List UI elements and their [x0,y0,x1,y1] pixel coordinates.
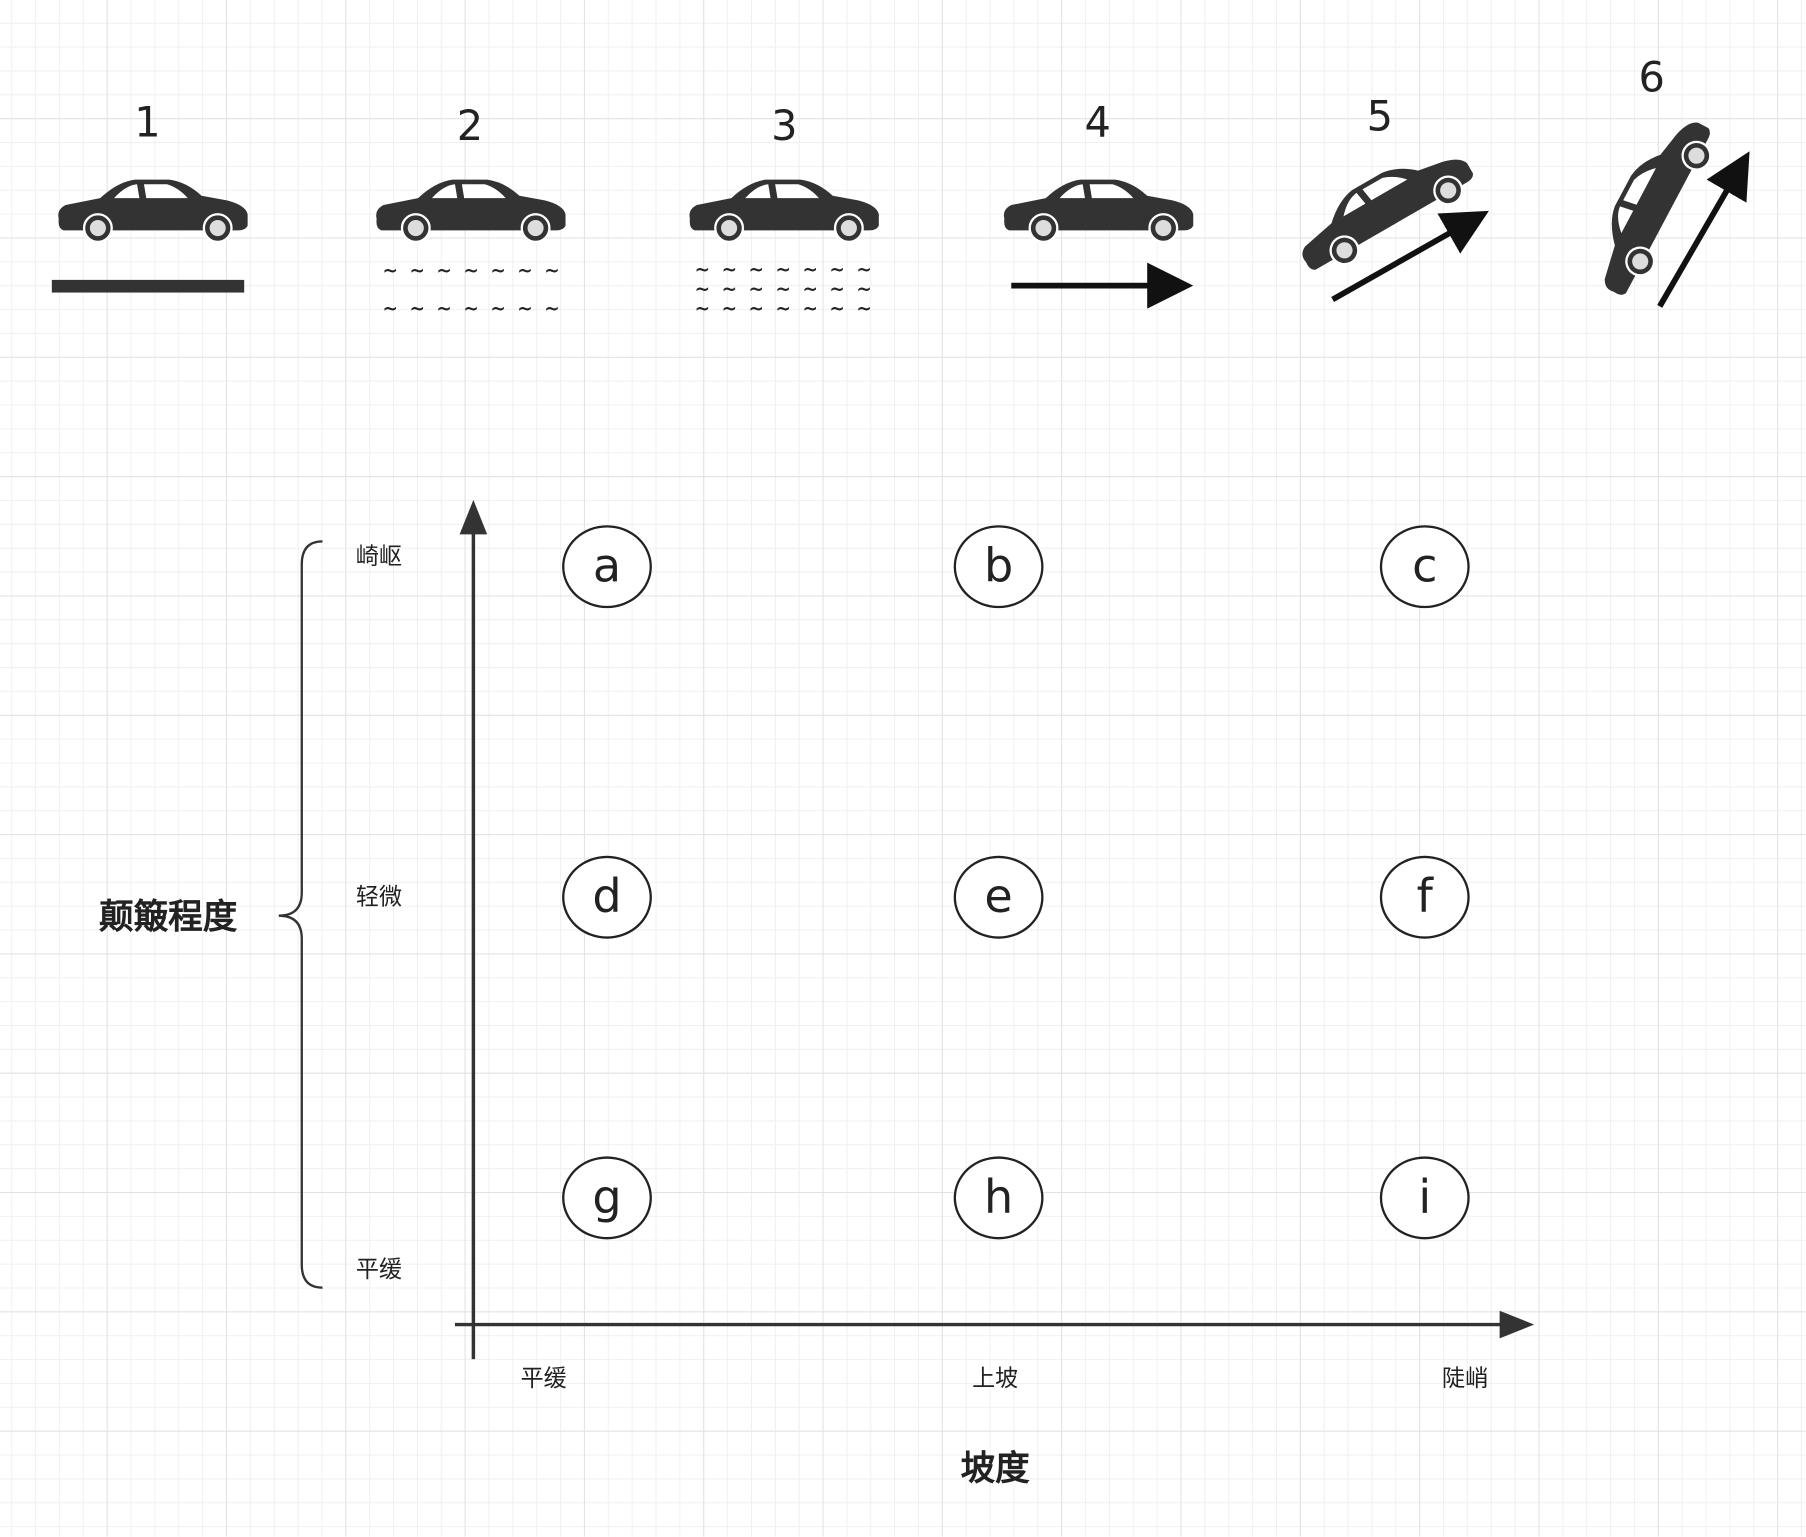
brace [278,540,323,1289]
cell-g: g [562,1156,652,1240]
scenario-number-4: 4 [1084,99,1111,147]
y-axis-title: 颠簸程度 [99,897,238,938]
bump-row: ~~~~~~~ [382,259,572,282]
cell-h: h [953,1156,1044,1240]
y-tick: 崎岖 [355,541,402,570]
bump-row: ~~~~~~~ [694,297,884,320]
cell-i: i [1379,1156,1470,1240]
scenario-number-1: 1 [134,99,161,147]
cell-e: e [953,855,1044,939]
cell-a: a [562,525,652,609]
bump-row: ~~~~~~~ [382,297,572,320]
y-tick: 轻微 [355,882,402,911]
bump-row: ~~~~~~~ [694,258,884,280]
cell-f: f [1379,855,1470,939]
steep-arrow [1657,151,1750,308]
uphill-arrow [1331,210,1489,302]
cell-d: d [562,855,652,939]
x-tick: 上坡 [972,1364,1019,1392]
cell-c: c [1379,525,1470,609]
flat-road [51,279,245,293]
scenario-number-2: 2 [456,103,484,151]
scenario-number-5: 5 [1366,93,1394,142]
cell-b: b [953,525,1044,609]
x-tick: 平缓 [520,1364,567,1392]
x-axis-title: 坡度 [960,1448,1030,1490]
x-tick: 陡峭 [1442,1364,1489,1392]
scenario-number-3: 3 [771,103,798,151]
scenario-number-6: 6 [1638,54,1665,102]
bump-row: ~~~~~~~ [694,277,884,300]
y-tick: 平缓 [355,1254,402,1283]
